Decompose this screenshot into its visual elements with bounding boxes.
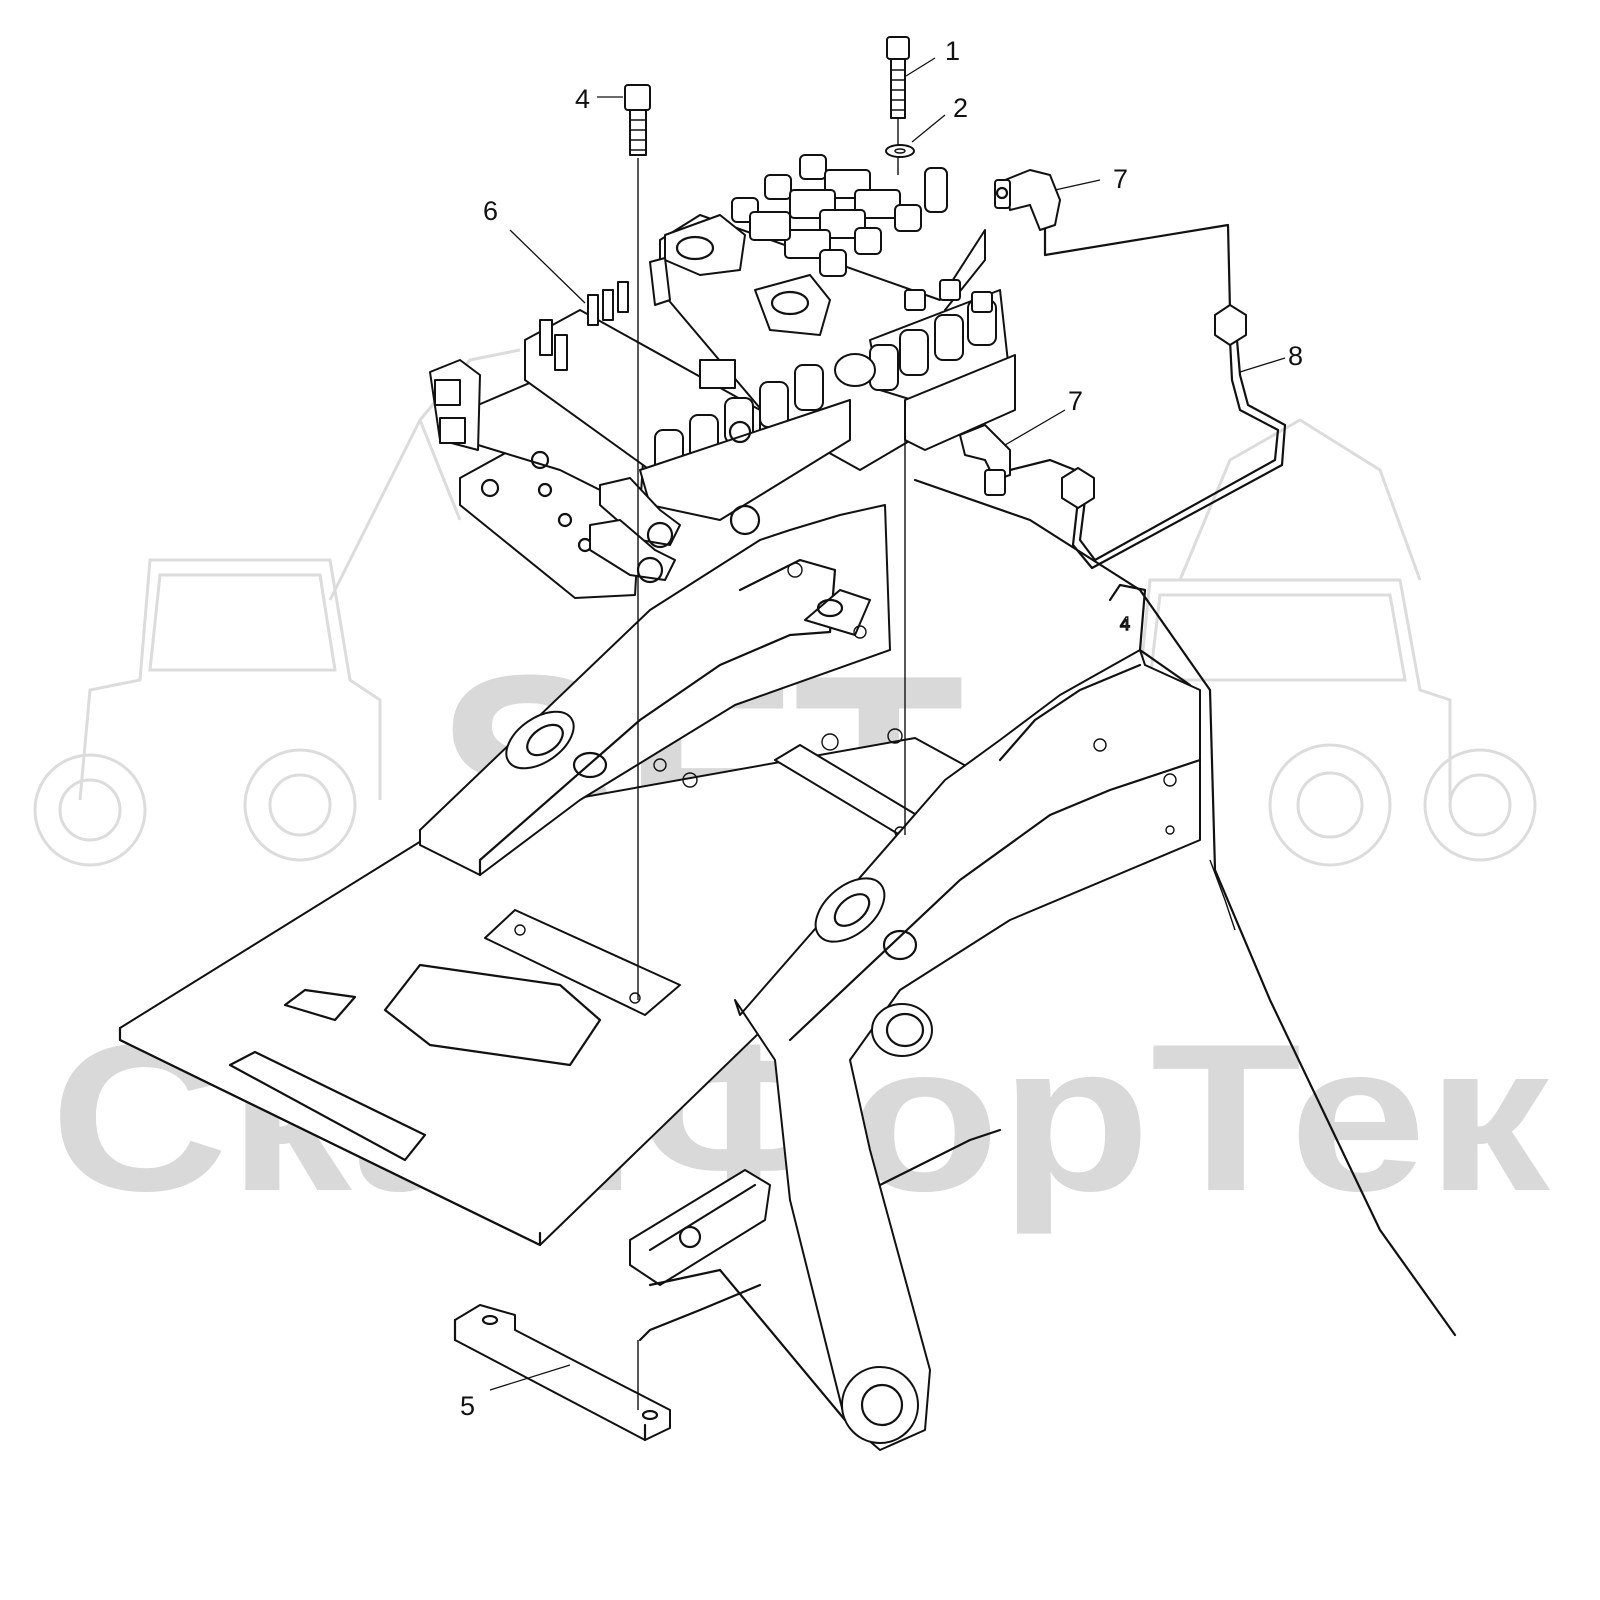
leader-lines	[489, 57, 1286, 1391]
hydraulic-pipe	[1008, 223, 1287, 570]
washer-item-2	[885, 144, 915, 158]
pipe-nut-lower	[1061, 467, 1095, 509]
callout-2: 2	[953, 93, 968, 123]
cable-lines	[913, 478, 1457, 1337]
callout-7-lower: 7	[1068, 386, 1083, 416]
elbow-fitting-lower	[959, 424, 1011, 496]
callout-5: 5	[460, 1391, 475, 1421]
callouts: 1 2 4 6 7 7 8 5	[460, 36, 1303, 1421]
bolt-item-4	[624, 84, 651, 1000]
callout-1: 1	[945, 36, 960, 66]
valve-stack-center	[639, 359, 851, 521]
retaining-plate-item-5	[453, 1304, 671, 1442]
solenoid-caps	[731, 154, 948, 277]
elbow-fitting-upper	[994, 169, 1061, 231]
right-boom-frame: 4	[734, 583, 1202, 1451]
bolt-item-1	[886, 36, 910, 175]
callout-4: 4	[575, 84, 590, 114]
pipe-nut-upper	[1214, 304, 1247, 346]
plate-cutout-large	[383, 963, 602, 1067]
callout-6: 6	[483, 196, 498, 226]
svg-text:4: 4	[1120, 614, 1130, 634]
callout-8: 8	[1288, 341, 1303, 371]
callout-7-upper: 7	[1113, 164, 1128, 194]
plate-cutout-small	[283, 988, 357, 1022]
control-valve-block	[429, 154, 1016, 599]
plate-slot	[228, 1050, 427, 1162]
lower-arm	[629, 1128, 1002, 1422]
cover-plate	[484, 909, 681, 1016]
base-plate	[118, 728, 1011, 1247]
left-tower	[419, 504, 891, 877]
